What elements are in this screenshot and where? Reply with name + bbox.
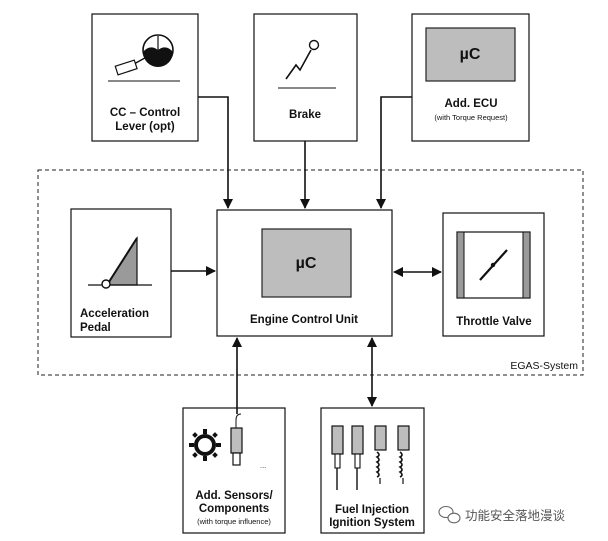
throttle-valve-icon [456,231,531,299]
steering-wheel-icon [108,34,180,82]
arrow-add-ecu-to-ecu [376,96,412,209]
fuel-injector-icon [331,425,364,490]
spark-plug-icon [374,425,410,484]
throttle-valve-label: Throttle Valve [456,316,531,328]
ecu-chip-label: µC [296,255,317,272]
add-ecu-chip-label: µC [460,46,481,63]
brake-block: Brake [253,13,358,142]
egas-system-boundary [37,169,584,376]
acceleration-pedal-label-line2: Pedal [80,322,111,334]
add-ecu-block: µC Add. ECU (with Torque Request) [411,13,530,142]
arrow-cc-lever-to-ecu [198,96,233,209]
add-sensors-block: ... Add. Sensors/ Components (with torqu… [182,407,286,534]
sensors-label-line1: Add. Sensors/ [195,490,273,502]
watermark: 功能安全落地漫谈 [438,505,566,524]
cc-control-lever-block: CC – Control Lever (opt) [91,13,199,142]
brake-label: Brake [289,109,321,121]
brake-pedal-icon [278,39,336,89]
fuel-injection-label-line1: Fuel Injection [335,504,409,516]
cc-lever-label-line1: CC – Control [110,107,180,119]
sensors-ellipsis: ... [260,461,266,470]
acceleration-pedal-block: Acceleration Pedal [70,208,172,338]
watermark-text: 功能安全落地漫谈 [465,508,566,523]
sensor-probe-icon [230,413,243,466]
egas-system-label: EGAS-System [510,360,578,372]
add-ecu-microcontroller [425,27,516,82]
acceleration-pedal-icon [88,235,152,289]
gear-icon [189,429,221,461]
add-ecu-label: Add. ECU [444,98,497,110]
sensors-label-line2: Components [199,503,269,515]
engine-control-unit-block: µC Engine Control Unit [216,209,393,337]
fuel-injection-block: Fuel Injection Ignition System [320,407,425,534]
wechat-logo-icon [438,505,461,524]
fuel-injection-label-line2: Ignition System [329,517,415,529]
sensors-sublabel: (with torque influence) [197,517,271,526]
connectors [171,96,442,414]
add-ecu-sublabel: (with Torque Request) [434,113,508,122]
ecu-microcontroller [261,228,352,298]
acceleration-pedal-label-line1: Acceleration [80,308,149,320]
ecu-label: Engine Control Unit [250,314,358,326]
cc-lever-label-line2: Lever (opt) [115,121,175,133]
throttle-valve-block: Throttle Valve [442,212,545,337]
